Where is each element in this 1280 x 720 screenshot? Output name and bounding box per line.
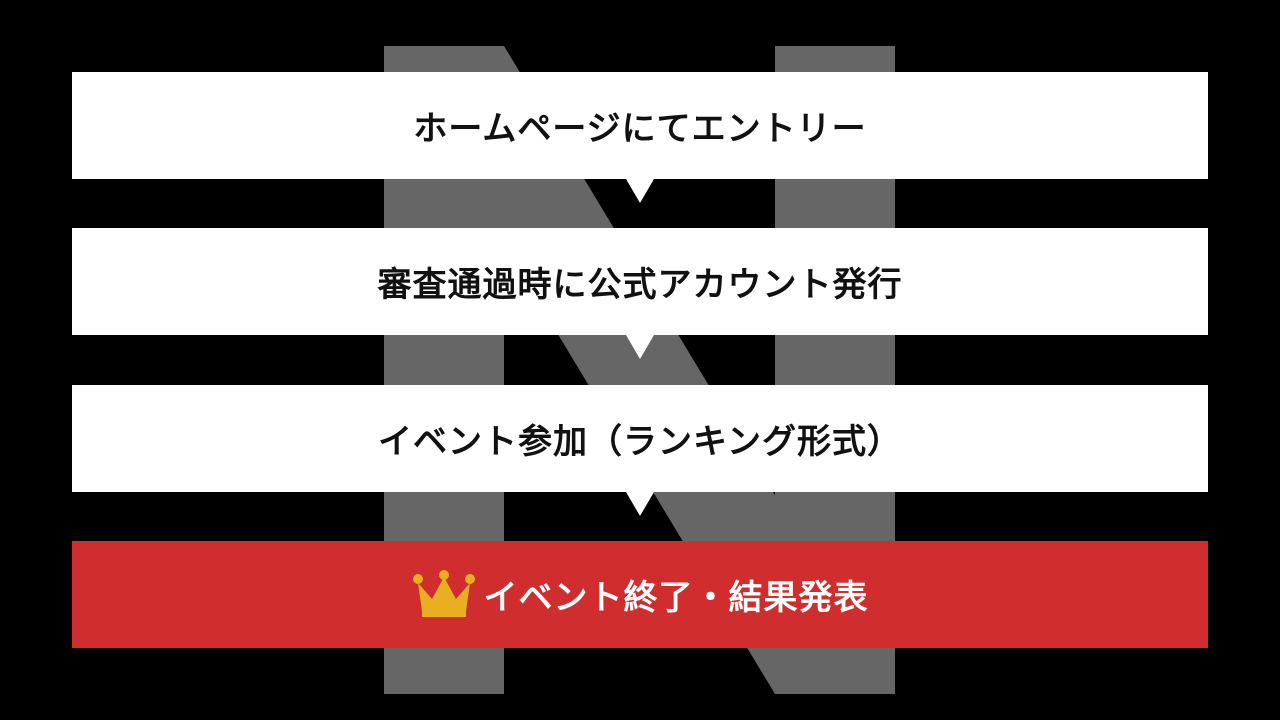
step-event-participation: イベント参加（ランキング形式） [72,385,1208,492]
step-results: イベント終了・結果発表 [72,541,1208,648]
flow-arrow-3 [626,492,654,516]
step-event-participation-label: イベント参加（ランキング形式） [378,422,902,462]
step-entry-label: ホームページにてエントリー [413,109,867,149]
logo-right-stem [775,46,895,694]
step-account-issue: 審査通過時に公式アカウント発行 [72,228,1208,335]
logo-diagonal [384,46,895,694]
crown-icon [412,569,475,617]
step-account-issue-label: 審査通過時に公式アカウント発行 [377,265,903,305]
flow-arrow-2 [626,335,654,359]
step-results-label: イベント終了・結果発表 [483,578,869,618]
logo-left-stem [384,46,504,694]
flow-arrow-1 [626,179,654,203]
step-entry: ホームページにてエントリー [72,72,1208,179]
